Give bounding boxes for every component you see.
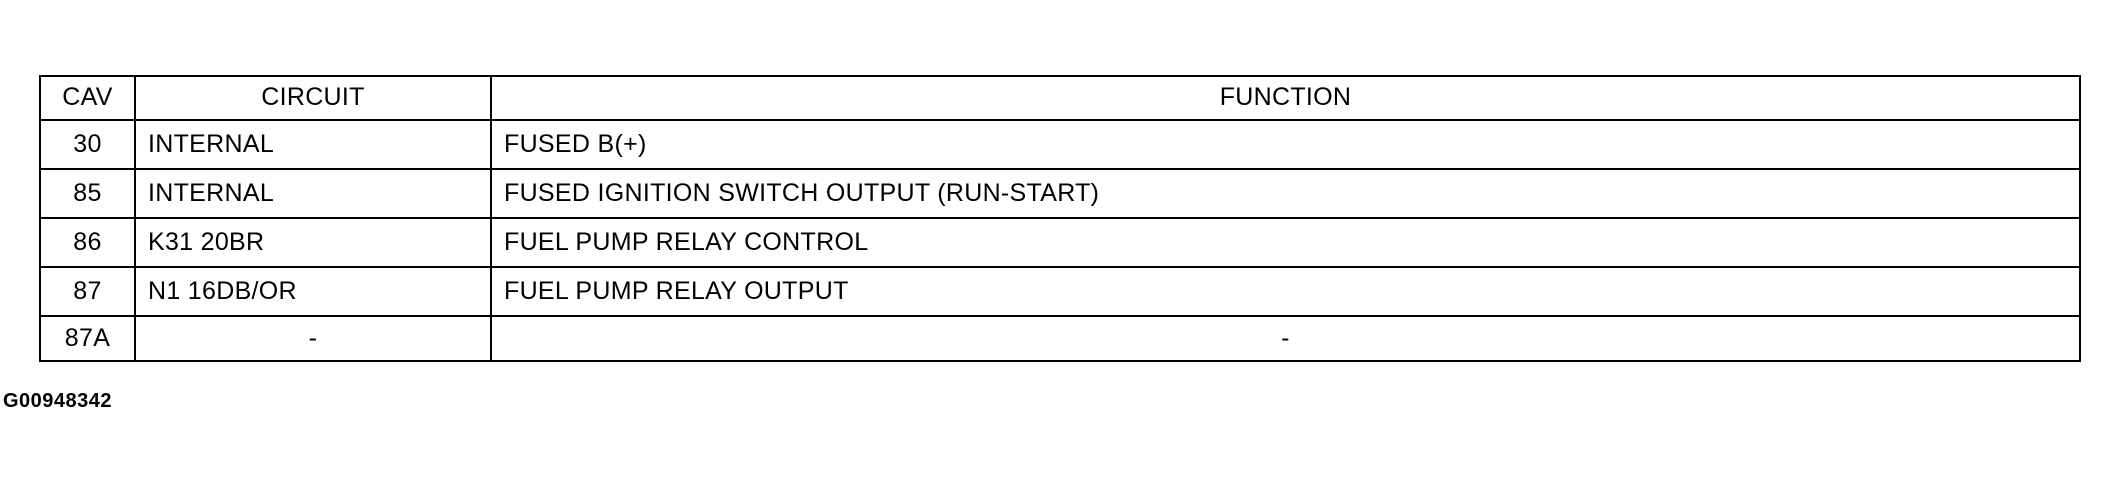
header-function: FUNCTION bbox=[490, 75, 2081, 121]
circuit-cell: INTERNAL bbox=[134, 118, 492, 170]
cav-cell: 30 bbox=[39, 118, 136, 170]
cav-cell: 86 bbox=[39, 216, 136, 269]
table-row: 87A - - bbox=[39, 315, 2081, 362]
function-cell: FUSED IGNITION SWITCH OUTPUT (RUN-START) bbox=[490, 167, 2081, 219]
header-circuit: CIRCUIT bbox=[134, 75, 492, 121]
table-row: 87 N1 16DB/OR FUEL PUMP RELAY OUTPUT bbox=[39, 266, 2081, 318]
function-cell: FUEL PUMP RELAY OUTPUT bbox=[490, 266, 2081, 318]
connector-pinout-table: CAV CIRCUIT FUNCTION 30 INTERNAL FUSED B… bbox=[39, 75, 2081, 362]
function-cell: FUEL PUMP RELAY CONTROL bbox=[490, 216, 2081, 269]
table-header-row: CAV CIRCUIT FUNCTION bbox=[39, 75, 2081, 121]
header-cav: CAV bbox=[39, 75, 136, 121]
circuit-cell: INTERNAL bbox=[134, 167, 492, 219]
cav-cell: 87 bbox=[39, 266, 136, 318]
table-row: 86 K31 20BR FUEL PUMP RELAY CONTROL bbox=[39, 216, 2081, 269]
cav-cell: 85 bbox=[39, 167, 136, 219]
function-cell: FUSED B(+) bbox=[490, 118, 2081, 170]
circuit-cell: - bbox=[134, 315, 492, 362]
table-row: 85 INTERNAL FUSED IGNITION SWITCH OUTPUT… bbox=[39, 167, 2081, 219]
circuit-cell: N1 16DB/OR bbox=[134, 266, 492, 318]
circuit-cell: K31 20BR bbox=[134, 216, 492, 269]
function-cell: - bbox=[490, 315, 2081, 362]
cav-cell: 87A bbox=[39, 315, 136, 362]
figure-id-caption: G00948342 bbox=[3, 390, 113, 412]
table-row: 30 INTERNAL FUSED B(+) bbox=[39, 118, 2081, 170]
